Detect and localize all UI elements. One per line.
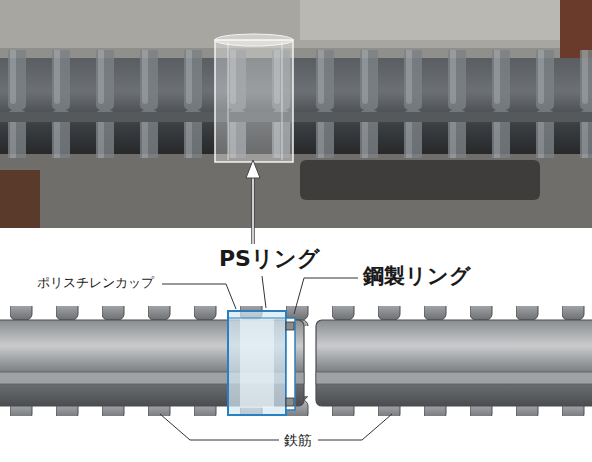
rebar-drawing — [0, 306, 592, 416]
steel-ring-drawing — [286, 318, 295, 410]
part-label: 鉄筋 — [283, 432, 313, 448]
part-label: 鋼製リング — [362, 264, 472, 288]
leader-lines — [160, 276, 392, 440]
ps-ring-drawing — [228, 311, 286, 415]
part-label: PSリング — [218, 246, 321, 271]
pointer-arrow — [246, 160, 260, 244]
part-label: ポリスチレンカップ — [36, 276, 155, 291]
rebar-photo — [0, 0, 592, 228]
